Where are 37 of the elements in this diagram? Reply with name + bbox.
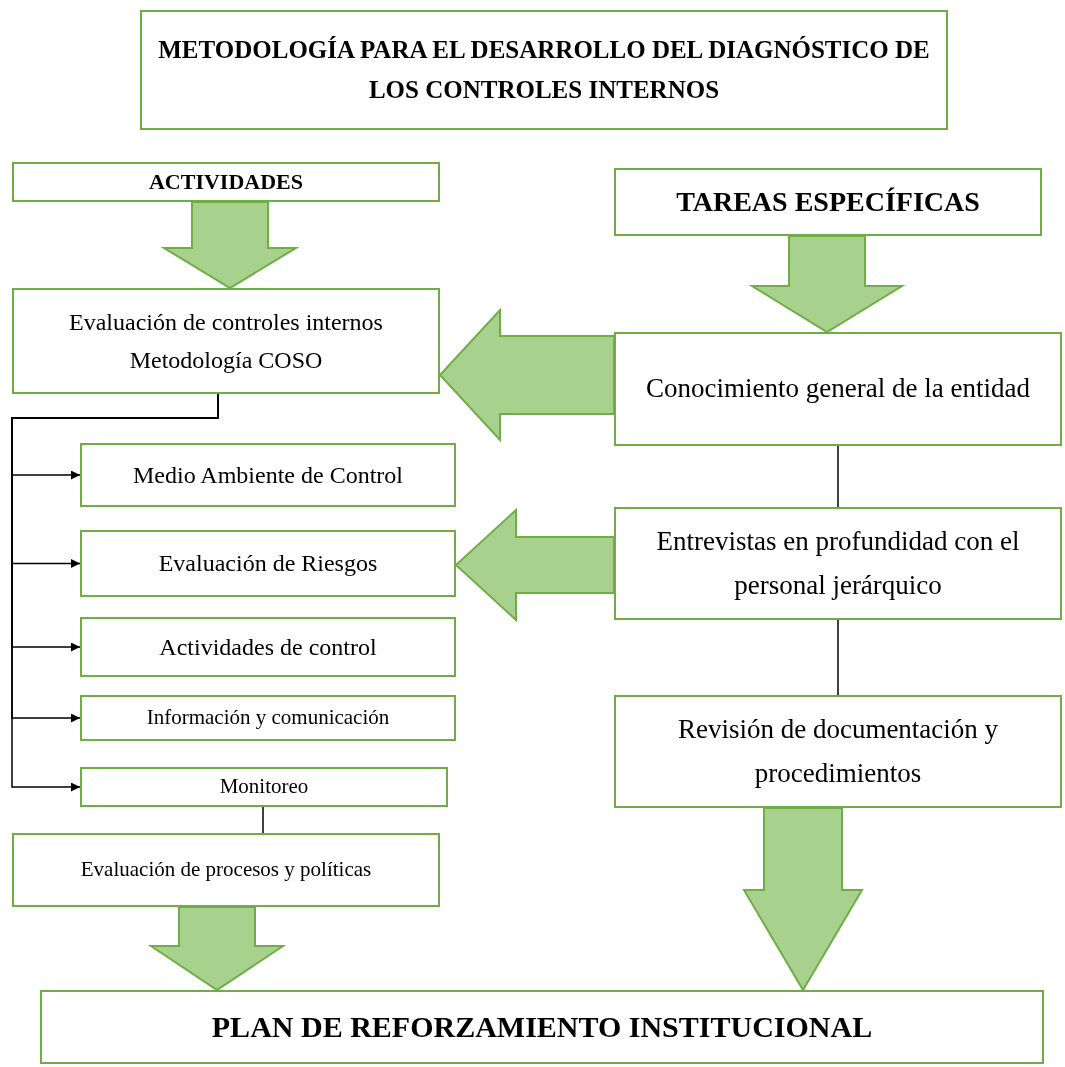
block-arrow — [438, 307, 615, 443]
box-text: Monitoreo — [219, 773, 309, 801]
box-text: ACTIVIDADES — [148, 168, 303, 197]
block-arrow — [748, 235, 906, 334]
box-text: Revisión de documentación y procedimientos — [676, 713, 1000, 790]
process-box — [12, 162, 440, 202]
connector-line — [837, 619, 839, 696]
process-box — [80, 530, 456, 597]
process-box — [40, 990, 1044, 1064]
block-arrow — [147, 906, 287, 992]
process-box — [614, 695, 1062, 808]
connector-line — [262, 806, 264, 834]
process-box — [80, 617, 456, 677]
box-text: Actividades de control — [159, 632, 377, 662]
process-box — [80, 695, 456, 741]
process-box — [12, 288, 440, 394]
box-text: Entrevistas en profundidad con el personal jerárquico — [655, 525, 1021, 602]
process-box — [614, 332, 1062, 446]
process-box — [614, 507, 1062, 620]
title-box — [140, 10, 948, 130]
process-box — [80, 443, 456, 507]
process-box — [12, 833, 440, 907]
block-arrow — [454, 507, 615, 623]
box-text: Evaluación de procesos y políticas — [80, 856, 372, 884]
box-text: Información y comunicación — [146, 704, 390, 732]
process-box — [614, 168, 1042, 236]
connector-line — [837, 445, 839, 508]
box-text: Evaluación de controles internos Metodología COSO — [68, 307, 384, 375]
box-text: Medio Ambiente de Control — [133, 460, 403, 490]
box-text: TAREAS ESPECÍFICAS — [676, 184, 980, 219]
box-text: PLAN DE REFORZAMIENTO INSTITUCIONAL — [211, 1009, 873, 1045]
block-arrow — [742, 807, 864, 992]
process-box — [80, 767, 448, 807]
block-arrow — [160, 201, 300, 290]
box-text: Evaluación de Riesgos — [158, 549, 378, 579]
box-text: Conocimiento general de la entidad — [646, 372, 1030, 406]
title: METODOLOGÍA PARA EL DESARROLLO DEL DIAGNÓSTICO DE LOS CONTROLES INTERNOS — [157, 35, 931, 105]
